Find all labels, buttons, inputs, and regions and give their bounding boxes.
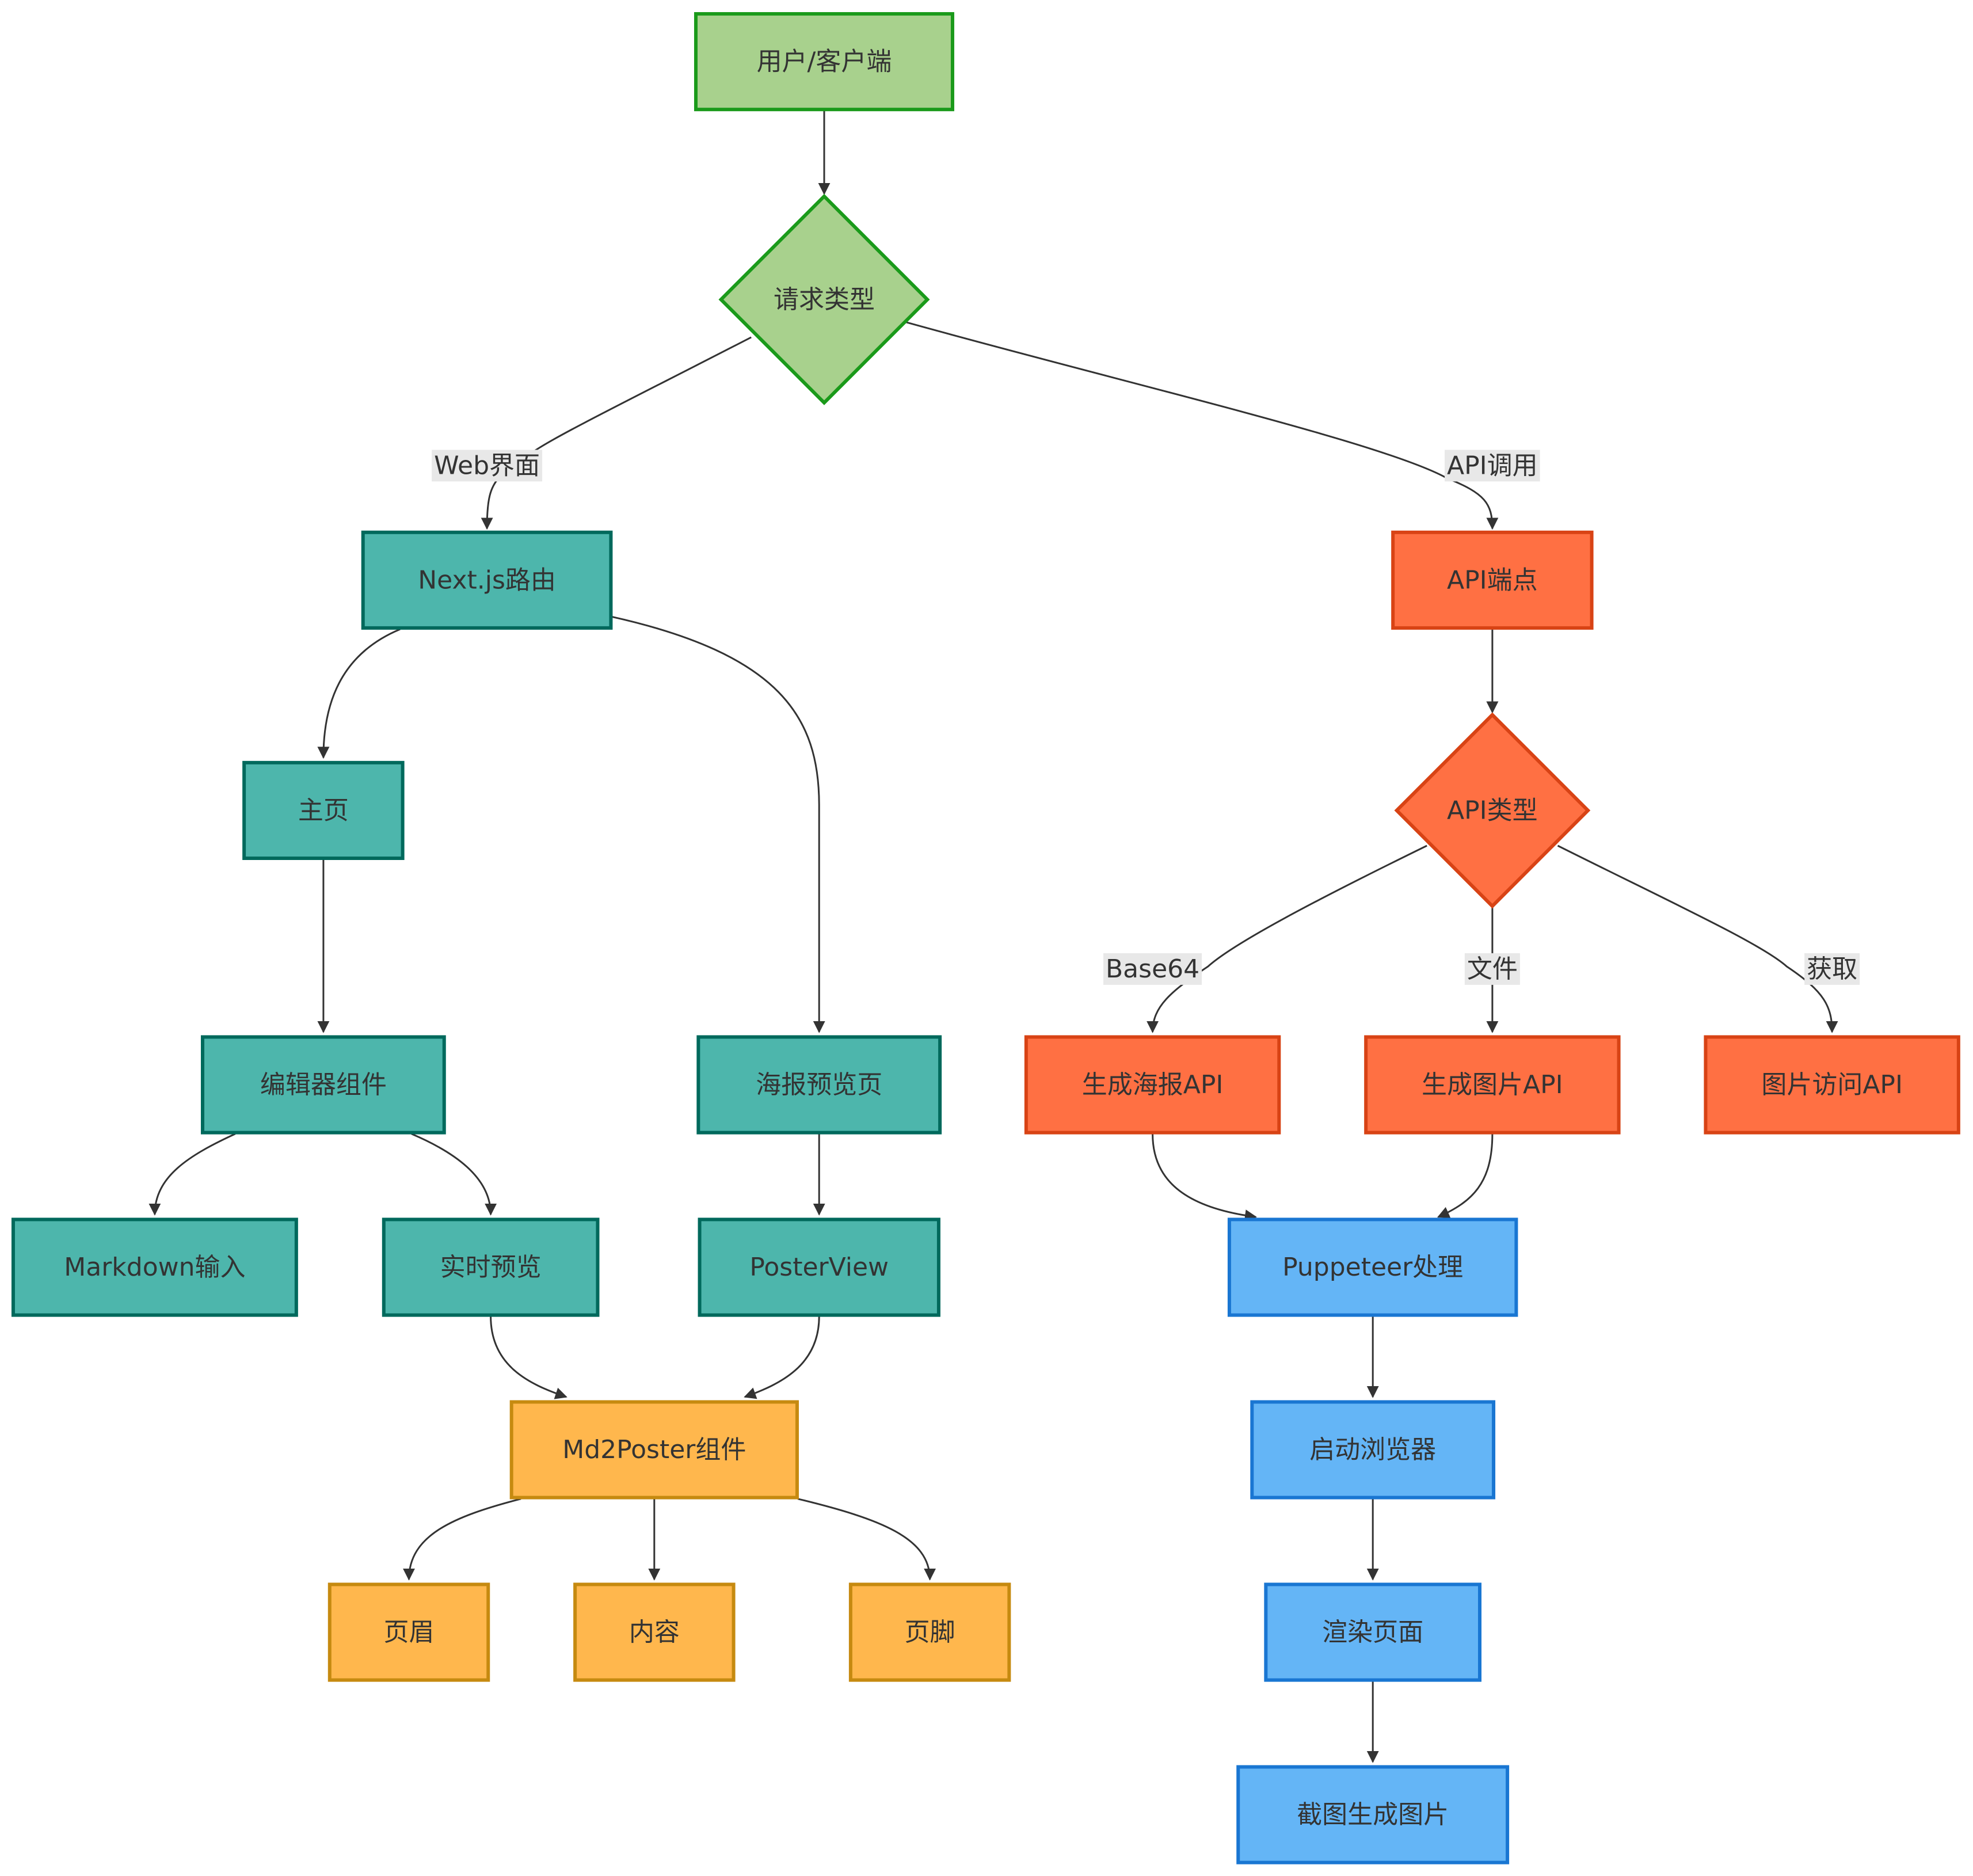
- process-box: [327, 1582, 490, 1682]
- edge-request-type-to-api-endpoint: [905, 321, 1499, 530]
- edge-label-1: Web界面: [432, 450, 543, 482]
- edge-api-type-to-image-access-api: [1557, 844, 1838, 1033]
- process-box: [361, 530, 613, 630]
- decision-diamond: [1394, 712, 1591, 909]
- node-label: 页脚: [905, 1618, 955, 1647]
- process-box: [1364, 1035, 1621, 1135]
- edge-label-background: [1445, 450, 1540, 482]
- node-home: 主页: [242, 760, 405, 861]
- node-label: 实时预览: [440, 1253, 542, 1282]
- node-label: 启动浏览器: [1309, 1435, 1436, 1464]
- node-label: 生成图片API: [1422, 1070, 1563, 1099]
- node-footer: 页脚: [848, 1582, 1011, 1682]
- process-box: [1236, 1765, 1510, 1864]
- edge-nextjs-router-to-poster-preview: [611, 615, 825, 1033]
- node-label: 页眉: [384, 1618, 435, 1647]
- node-markdown-input: Markdown输入: [11, 1217, 298, 1317]
- node-label: 生成海报API: [1082, 1070, 1224, 1099]
- edge-label-text: API调用: [1447, 451, 1538, 480]
- node-label: PosterView: [749, 1253, 889, 1282]
- node-screenshot: 截图生成图片: [1236, 1765, 1510, 1864]
- edge-label-2: API调用: [1445, 450, 1540, 482]
- edge-label-background: [1103, 953, 1202, 985]
- node-puppeteer: Puppeteer处理: [1227, 1217, 1518, 1317]
- decision-diamond: [718, 193, 930, 405]
- node-api-endpoint: API端点: [1391, 530, 1594, 630]
- process-box: [200, 1035, 446, 1135]
- node-nextjs-router: Next.js路由: [361, 530, 613, 630]
- node-label: Md2Poster组件: [562, 1435, 746, 1464]
- node-poster-view: PosterView: [698, 1217, 940, 1317]
- node-live-preview: 实时预览: [382, 1217, 600, 1317]
- node-label: Puppeteer处理: [1282, 1253, 1463, 1282]
- node-image-access-api: 图片访问API: [1704, 1035, 1960, 1135]
- edge-editor-to-markdown-input: [148, 1133, 236, 1216]
- node-md2poster: Md2Poster组件: [509, 1400, 799, 1500]
- node-client: 用户/客户端: [694, 12, 954, 112]
- node-render-page: 渲染页面: [1264, 1582, 1481, 1682]
- process-box: [1227, 1217, 1518, 1317]
- process-box: [848, 1582, 1011, 1682]
- node-label: 图片访问API: [1761, 1070, 1903, 1099]
- edge-editor-to-live-preview: [411, 1133, 497, 1216]
- node-request-type: 请求类型: [718, 193, 930, 405]
- edge-label-background: [1804, 953, 1860, 985]
- process-box: [242, 760, 405, 861]
- node-gen-image-api: 生成图片API: [1364, 1035, 1621, 1135]
- process-box: [696, 1035, 942, 1135]
- edge-poster-view-to-md2poster: [744, 1316, 820, 1399]
- node-content: 内容: [573, 1582, 736, 1682]
- node-label: 渲染页面: [1322, 1618, 1423, 1647]
- edge-md2poster-to-header: [403, 1498, 521, 1581]
- edge-md2poster-to-footer: [797, 1498, 936, 1581]
- edge-label-text: Base64: [1106, 954, 1199, 984]
- edge-label-text: Web界面: [434, 451, 540, 480]
- edge-gen-poster-api-to-puppeteer: [1152, 1133, 1257, 1222]
- node-label: Next.js路由: [418, 565, 556, 595]
- process-box: [1250, 1400, 1496, 1500]
- edge-nextjs-router-to-home: [317, 628, 401, 759]
- edge-gen-image-api-to-puppeteer: [1437, 1133, 1494, 1218]
- node-launch-browser: 启动浏览器: [1250, 1400, 1496, 1500]
- node-header: 页眉: [327, 1582, 490, 1682]
- edge-api-type-to-gen-poster-api: [1147, 844, 1427, 1033]
- node-poster-preview: 海报预览页: [696, 1035, 942, 1135]
- node-label: 内容: [629, 1618, 680, 1647]
- node-api-type: API类型: [1394, 712, 1591, 909]
- edge-label-16: 文件: [1464, 953, 1520, 985]
- node-label: 请求类型: [774, 285, 875, 314]
- process-box: [1024, 1035, 1281, 1135]
- process-box: [11, 1217, 298, 1317]
- edge-request-type-to-nextjs-router: [487, 336, 752, 528]
- process-box: [1264, 1582, 1481, 1682]
- process-box: [573, 1582, 736, 1682]
- node-label: 海报预览页: [756, 1070, 882, 1099]
- process-box: [1704, 1035, 1960, 1135]
- edge-label-background: [432, 450, 543, 482]
- node-label: Markdown输入: [64, 1253, 245, 1282]
- process-box: [1391, 530, 1594, 630]
- node-label: 截图生成图片: [1297, 1800, 1449, 1829]
- node-label: 主页: [298, 796, 349, 825]
- process-box: [509, 1400, 799, 1500]
- node-label: 用户/客户端: [757, 47, 892, 77]
- edge-label-text: 获取: [1807, 954, 1857, 984]
- edge-label-background: [1464, 953, 1520, 985]
- node-editor: 编辑器组件: [200, 1035, 446, 1135]
- node-label: API类型: [1447, 796, 1538, 825]
- edge-label-text: 文件: [1467, 954, 1518, 984]
- edge-label-17: 获取: [1804, 953, 1860, 985]
- process-box: [694, 12, 954, 112]
- node-label: API端点: [1447, 565, 1538, 595]
- node-gen-poster-api: 生成海报API: [1024, 1035, 1281, 1135]
- node-label: 编辑器组件: [260, 1070, 387, 1099]
- edge-label-15: Base64: [1103, 953, 1202, 985]
- edge-live-preview-to-md2poster: [490, 1316, 567, 1399]
- process-box: [382, 1217, 600, 1317]
- process-box: [698, 1217, 940, 1317]
